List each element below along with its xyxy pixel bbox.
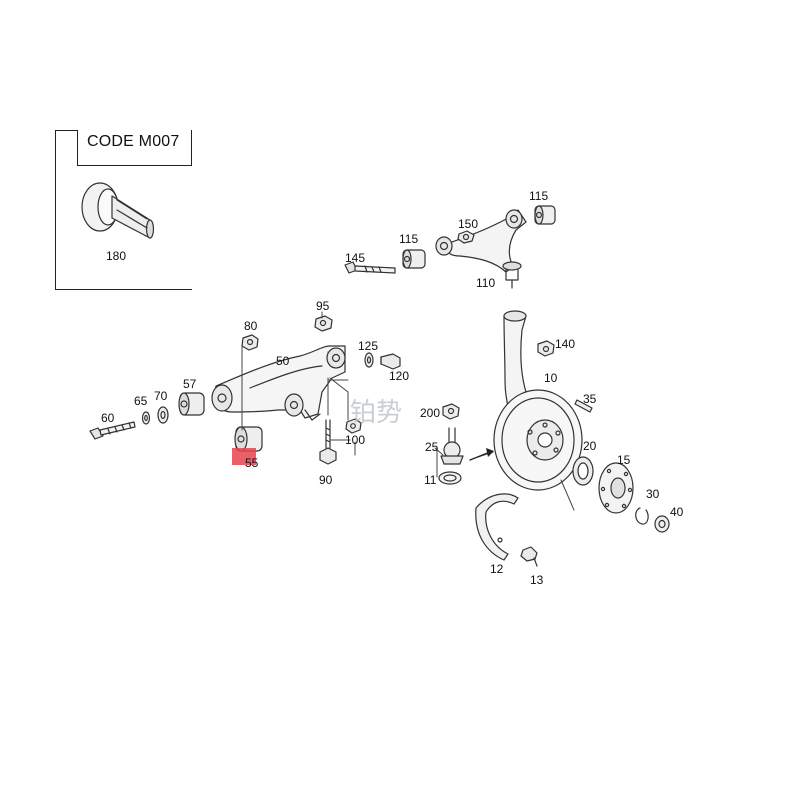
callout-200[interactable]: 200 [420,406,441,420]
callout-50[interactable]: 50 [276,354,290,368]
bolt-145 [344,261,396,274]
inset-code-label: CODE M007 [87,133,180,150]
hub-flange-15 [598,462,634,514]
nut-100 [345,418,362,434]
callout-13[interactable]: 13 [530,573,544,587]
washer-70 [157,406,169,424]
callout-125[interactable]: 125 [358,339,379,353]
highlight-marker [232,448,256,465]
bearing-20 [572,456,594,486]
callout-110[interactable]: 110 [476,276,496,290]
callout-15[interactable]: 15 [617,453,631,467]
callout-90[interactable]: 90 [319,473,333,487]
callout-180: 180 [106,249,127,263]
callout-55[interactable]: 55 [245,456,259,470]
callout-10[interactable]: 10 [544,371,558,385]
nut-200 [442,403,460,420]
brake-disc [493,389,583,491]
callout-40[interactable]: 40 [670,505,684,519]
callout-120[interactable]: 120 [389,369,410,383]
upper-control-arm-110 [435,209,527,289]
callout-115-upper[interactable]: 115 [529,189,549,203]
leader-lines [241,311,575,511]
callout-12[interactable]: 12 [490,562,504,576]
callout-95[interactable]: 95 [316,299,330,313]
dust-shield-12 [475,493,519,561]
callout-57[interactable]: 57 [183,377,197,391]
ball-joint-25 [440,427,464,465]
washer-40 [654,515,670,533]
bolt-60 [89,421,136,440]
snap-ring-30 [635,507,649,525]
callout-11[interactable]: 11 [424,473,437,487]
bushing-57 [178,392,205,416]
nut-150 [457,230,475,244]
callout-35[interactable]: 35 [583,392,597,406]
callout-100[interactable]: 100 [345,433,366,447]
callout-30[interactable]: 30 [646,487,660,501]
circlip-11 [438,471,462,485]
bushing-115-lower [402,249,426,269]
bushing-115-upper [534,205,556,225]
lower-control-arm-50 [211,345,346,421]
callout-115-lower[interactable]: 115 [399,232,419,246]
callout-70[interactable]: 70 [154,389,168,403]
inset-title-frame [77,130,192,166]
bolt-90 [319,419,337,465]
callout-150[interactable]: 150 [458,217,479,231]
callout-80[interactable]: 80 [244,319,258,333]
nut-80 [241,334,259,351]
watermark: 铂势 [350,398,403,428]
cv-joint-180 [81,182,155,239]
callout-65[interactable]: 65 [134,394,148,408]
callout-145[interactable]: 145 [345,251,366,265]
nut-95 [314,315,333,332]
callout-20[interactable]: 20 [583,439,597,453]
bolt-13 [520,546,538,567]
callout-60[interactable]: 60 [101,411,115,425]
washer-65 [141,411,151,425]
callout-25[interactable]: 25 [425,440,439,454]
washer-125 [364,352,374,368]
bolt-120 [380,353,401,370]
nut-140 [537,340,555,357]
pin-35 [574,399,593,413]
callout-140[interactable]: 140 [555,337,576,351]
